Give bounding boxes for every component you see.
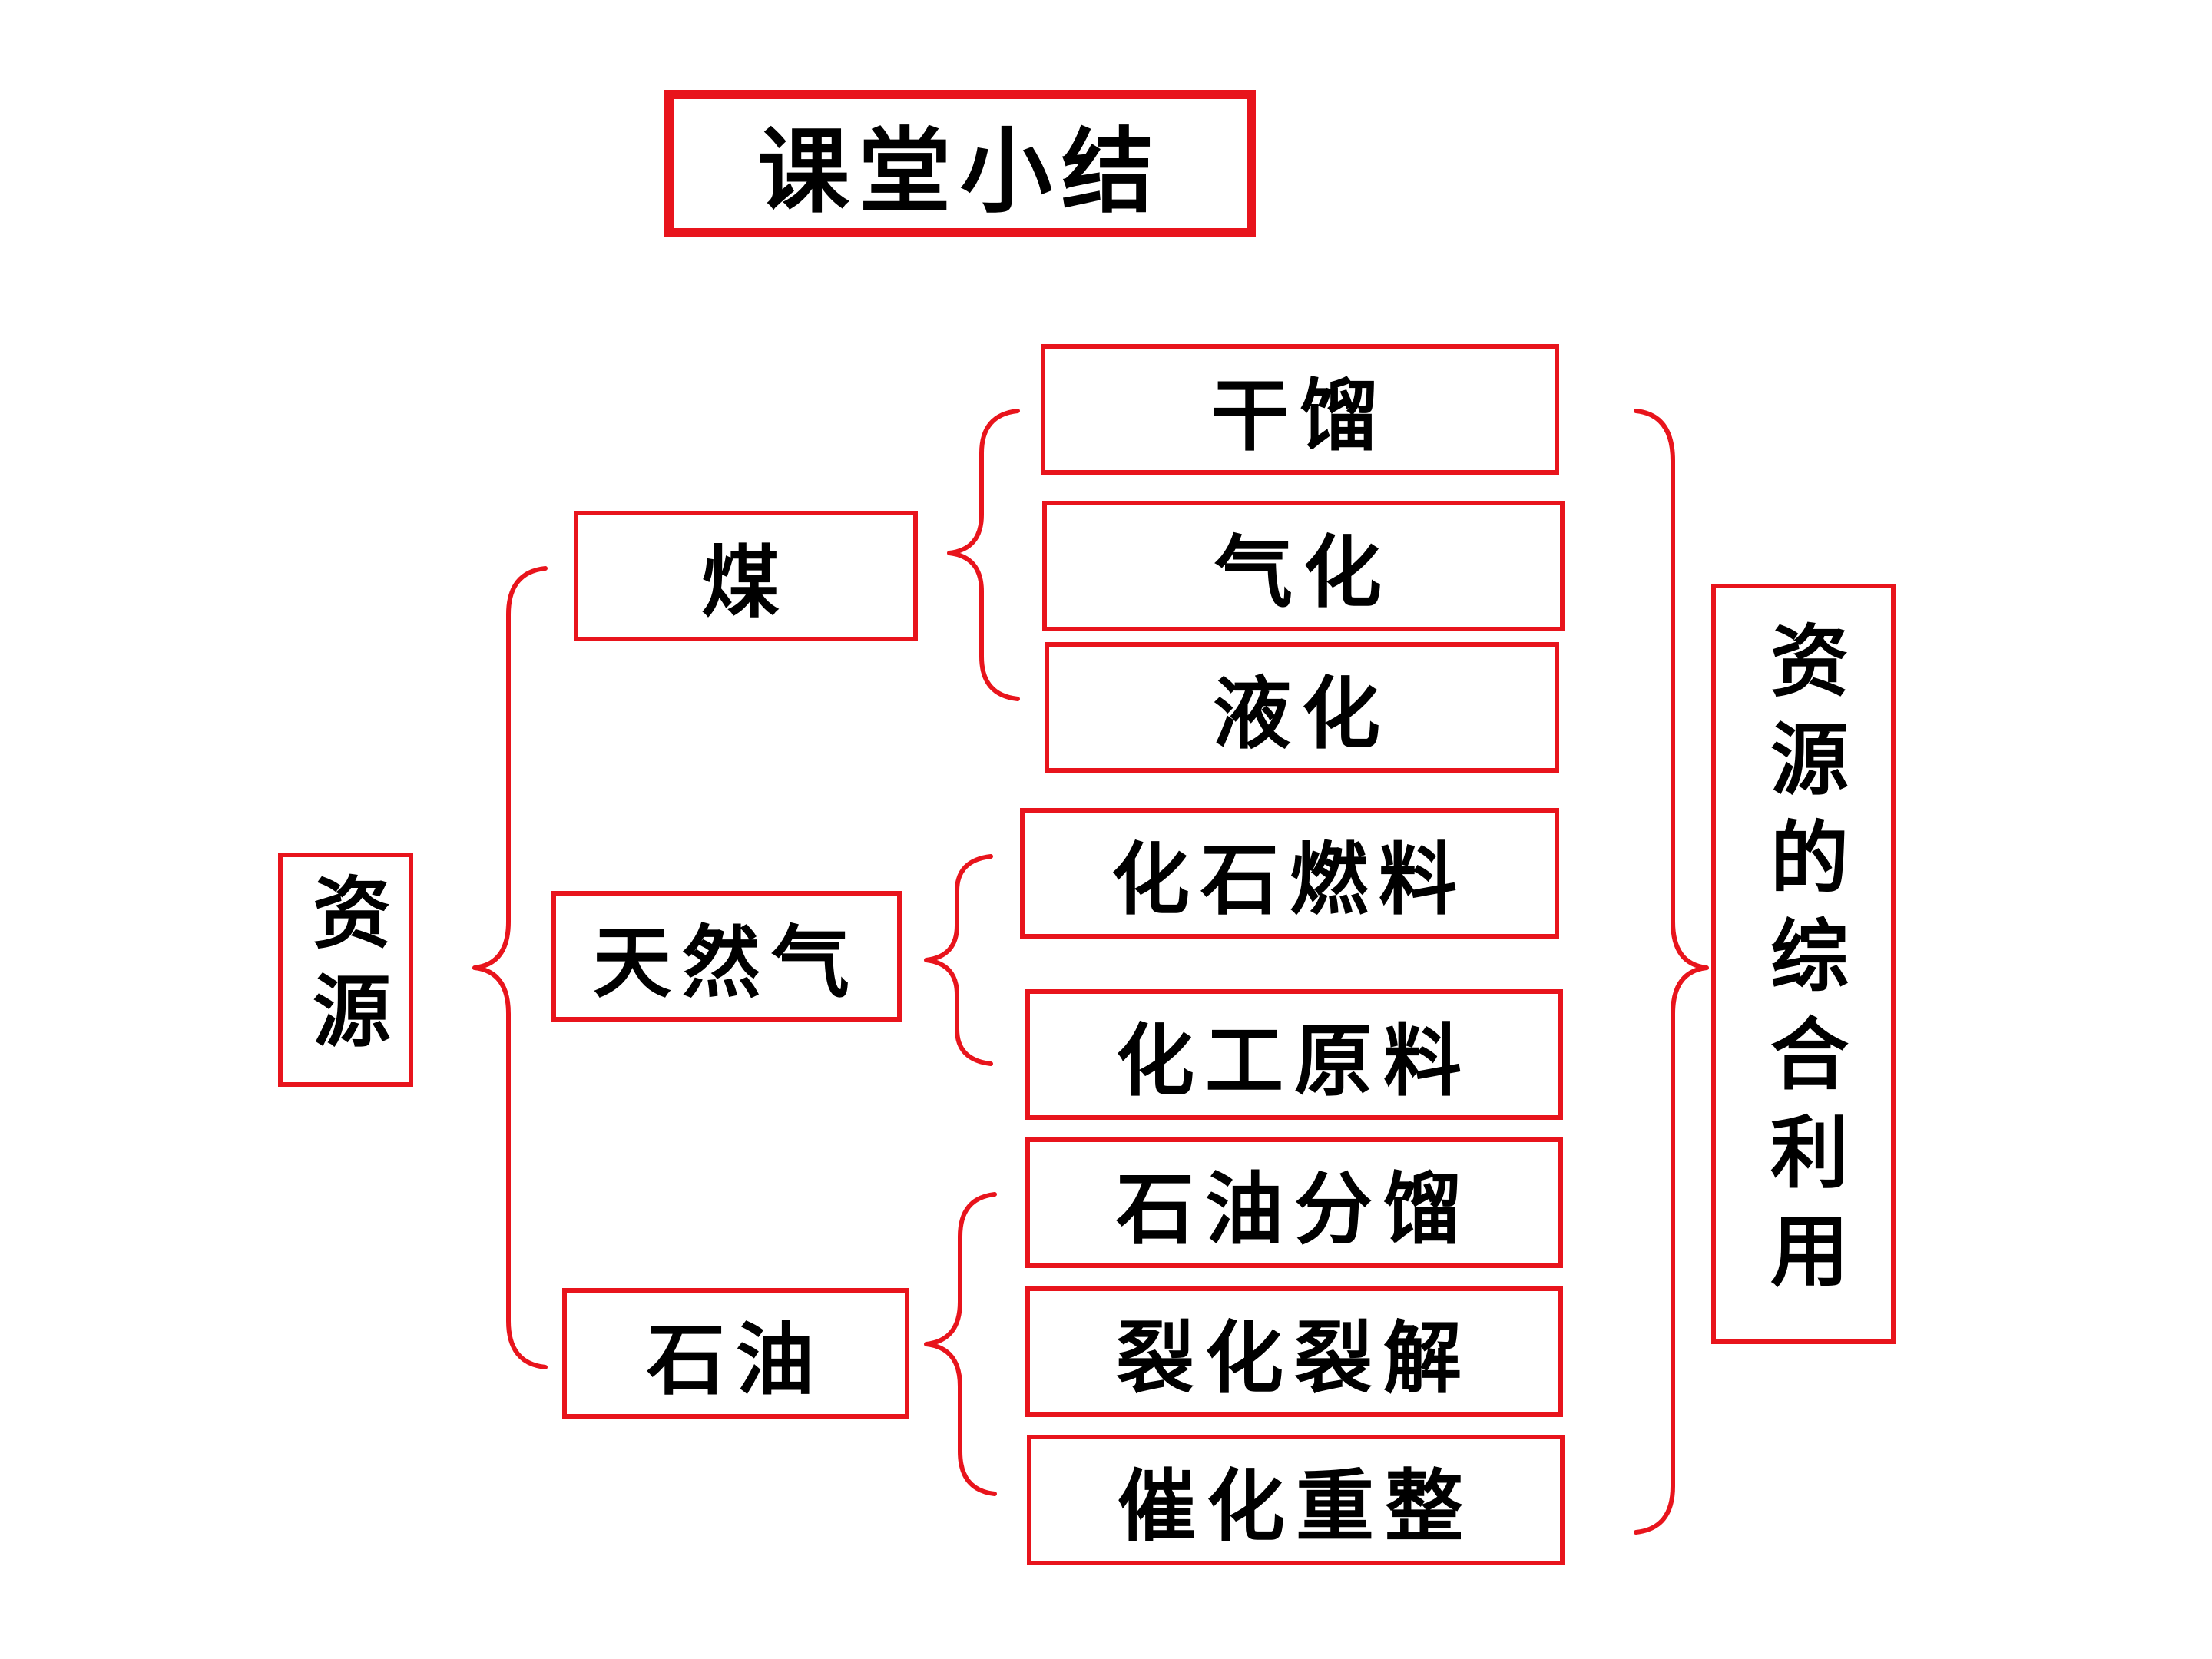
method-node: 裂化裂解 xyxy=(1025,1286,1563,1417)
method-node: 催化重整 xyxy=(1027,1435,1565,1565)
method-node: 液化 xyxy=(1045,642,1559,773)
source-node-natural-gas: 天然气 xyxy=(551,891,902,1022)
conclusion-node: 资源的综合利用 xyxy=(1711,584,1896,1344)
method-node: 干馏 xyxy=(1041,344,1559,475)
method-node: 化石燃料 xyxy=(1020,808,1559,939)
method-node: 化工原料 xyxy=(1025,989,1563,1120)
coal-brace xyxy=(947,409,1020,701)
source-node-petroleum: 石油 xyxy=(562,1288,909,1419)
root-brace xyxy=(472,566,548,1369)
method-node: 气化 xyxy=(1042,501,1565,631)
page-title: 课堂小结 xyxy=(664,90,1256,237)
method-node: 石油分馏 xyxy=(1025,1137,1563,1268)
conclusion-brace xyxy=(1634,409,1709,1535)
source-node-coal: 煤 xyxy=(574,511,918,641)
root-node: 资源 xyxy=(278,853,413,1087)
gas-brace xyxy=(924,854,993,1066)
oil-brace xyxy=(924,1192,997,1496)
